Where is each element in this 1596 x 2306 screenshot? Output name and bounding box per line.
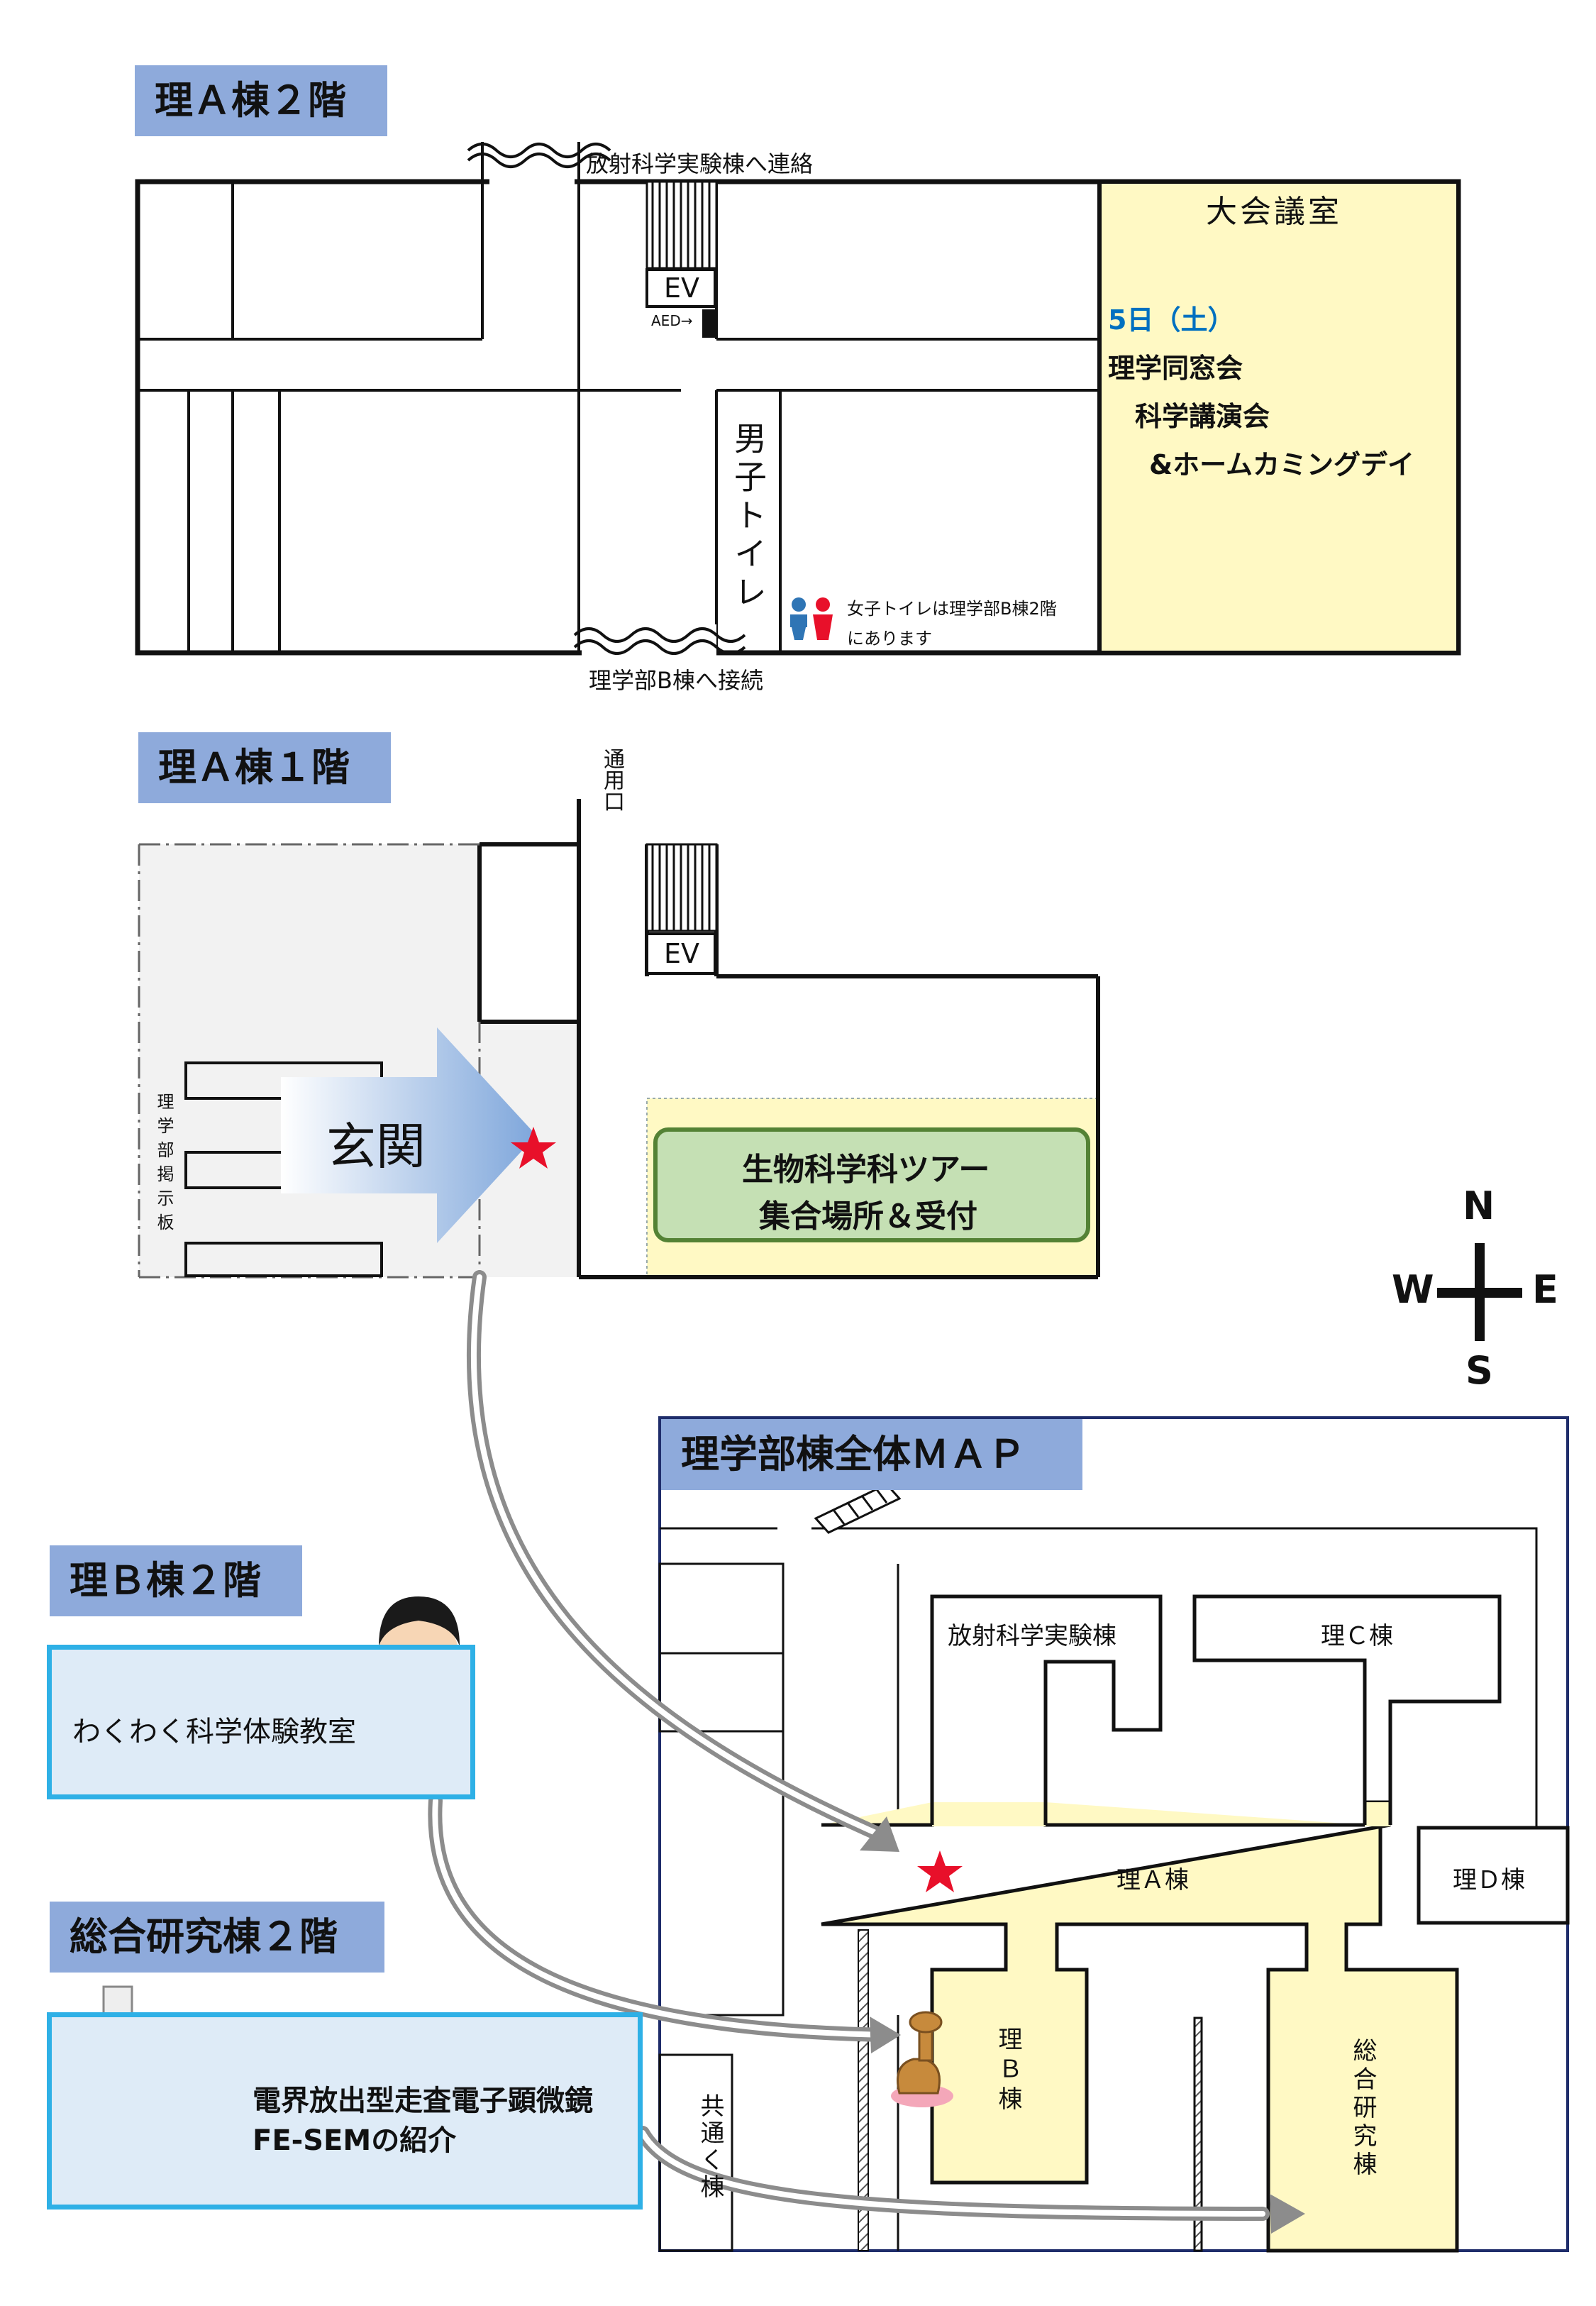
aed-label: AED→ <box>651 312 693 329</box>
bldgB-event-box <box>47 1645 475 1799</box>
stamp-icon <box>891 2011 953 2107</box>
ev-label-floor1: EV <box>664 938 700 969</box>
mens-toilet-label: 男子トイレ <box>729 421 767 613</box>
bldgB-link-label: 理学部B棟へ接続 <box>589 667 763 694</box>
entrance-arrow <box>281 1027 536 1243</box>
entrance-label: 玄関 <box>326 1118 426 1176</box>
event-line-2: 科学講演会 <box>1135 401 1270 432</box>
tour-box <box>653 1127 1090 1242</box>
floor2-plan <box>135 142 1461 656</box>
bldgB-title: 理Ｂ棟２階 <box>50 1545 302 1616</box>
bldg-a-label: 理Ａ棟 <box>1116 1866 1189 1894</box>
compass-n: N <box>1463 1184 1495 1228</box>
tour-label-1: 生物科学科ツアー <box>742 1152 990 1188</box>
event-date: 5日（土） <box>1108 304 1235 336</box>
compass-s: S <box>1465 1348 1493 1393</box>
compass-icon <box>1437 1243 1522 1341</box>
tour-label-2: 集合場所＆受付 <box>759 1198 977 1235</box>
compass-e: E <box>1532 1267 1558 1312</box>
map-star <box>917 1850 963 1892</box>
common-bldg-label: 共通く棟 <box>696 2093 724 2201</box>
stairs-floor2 <box>645 180 718 270</box>
toilet-icon <box>790 597 833 640</box>
ev-label-floor2: EV <box>664 272 700 304</box>
elevator-floor2 <box>645 268 716 308</box>
stairs-floor1 <box>645 843 718 932</box>
research-event-line-2: FE-SEMの紹介 <box>253 2124 457 2157</box>
elevator-floor1 <box>645 932 716 975</box>
bldg-b-label: 理Ｂ棟 <box>994 2026 1022 2116</box>
compass-w: W <box>1392 1267 1434 1312</box>
service-entrance-label: 通用口 <box>599 748 624 812</box>
bldg-d-label: 理Ｄ棟 <box>1453 1866 1525 1894</box>
floor1-title: 理Ａ棟１階 <box>138 732 391 803</box>
event-line-3: &ホームカミングデイ <box>1149 449 1414 480</box>
womens-toilet-note-1: 女子トイレは理学部B棟2階 <box>847 599 1057 619</box>
womens-toilet-note-2: にあります <box>847 629 932 649</box>
floor2-title: 理Ａ棟２階 <box>135 65 387 136</box>
event-line-1: 理学同窓会 <box>1108 353 1243 384</box>
entrance-star <box>511 1127 556 1169</box>
radiation-link-label: 放射科学実験棟へ連絡 <box>586 150 814 177</box>
research-event-box <box>47 2012 643 2210</box>
research-bldg-label: 総合研究棟 <box>1348 2038 1377 2180</box>
floor1-plan <box>138 799 1100 1279</box>
campus-map <box>658 1416 1570 2253</box>
bldg-c-label: 理Ｃ棟 <box>1321 1622 1393 1650</box>
radiation-bldg-label: 放射科学実験棟 <box>948 1622 1116 1650</box>
conference-hall <box>1097 180 1461 655</box>
bldgB-event-label: わくわく科学体験教室 <box>72 1716 356 1748</box>
research-event-line-1: 電界放出型走査電子顕微鏡 <box>253 2085 593 2117</box>
research-title: 総合研究棟２階 <box>50 1902 384 1973</box>
bulletin-board-label: 理学部掲示板 <box>154 1093 174 1237</box>
map-title: 理学部棟全体ＭＡＰ <box>661 1419 1082 1490</box>
conference-hall-label: 大会議室 <box>1206 194 1342 230</box>
aed-box <box>702 309 715 338</box>
